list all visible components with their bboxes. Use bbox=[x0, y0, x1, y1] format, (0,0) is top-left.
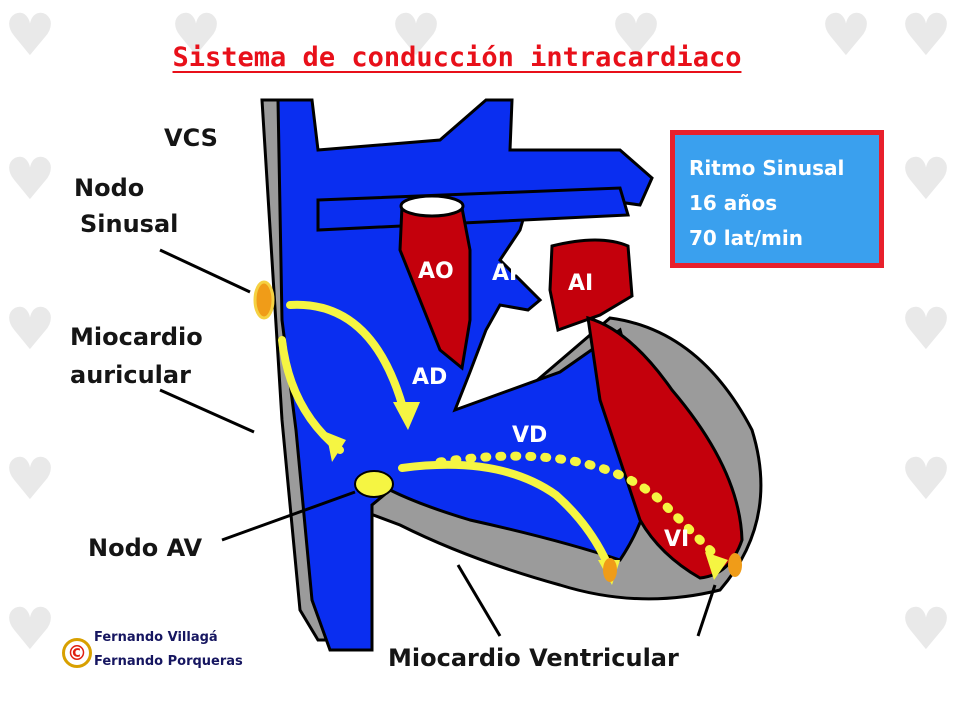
ventricular-path-1 bbox=[398, 460, 612, 569]
patient-age: 16 años bbox=[689, 191, 778, 215]
label-vi: VI bbox=[664, 527, 689, 552]
label-miocardio-auricular-2: auricular bbox=[70, 361, 191, 389]
leader-sinus bbox=[159, 248, 251, 294]
sinus-node bbox=[253, 280, 275, 320]
arrowhead-4 bbox=[705, 552, 728, 580]
label-vcs: VCS bbox=[164, 124, 218, 152]
label-vd: VD bbox=[512, 423, 547, 448]
leader-ventricular-1 bbox=[456, 564, 502, 637]
label-nodo-av: Nodo AV bbox=[88, 534, 203, 562]
author-2: Fernando Porqueras bbox=[94, 654, 243, 669]
heart-rate: 70 lat/min bbox=[689, 226, 803, 250]
av-node bbox=[354, 470, 394, 498]
rhythm-type: Ritmo Sinusal bbox=[689, 156, 845, 180]
arrowhead-2 bbox=[326, 432, 346, 462]
copyright-icon: © bbox=[62, 638, 92, 668]
arrowhead-1 bbox=[393, 402, 420, 430]
label-ad: AD bbox=[412, 365, 447, 390]
atrial-path-1 bbox=[286, 300, 409, 419]
left-bundle-dotted bbox=[435, 451, 725, 565]
leader-av bbox=[221, 490, 356, 542]
purkinje-rv-node bbox=[603, 558, 617, 582]
leader-ventricular-2 bbox=[696, 584, 717, 637]
label-ao: AO bbox=[418, 259, 454, 284]
label-miocardio-auricular-1: Miocardio bbox=[70, 323, 203, 351]
author-1: Fernando Villagá bbox=[94, 630, 218, 645]
left-atrium bbox=[548, 238, 634, 332]
leader-atrial bbox=[159, 388, 255, 434]
label-ap: AP bbox=[492, 261, 525, 286]
aorta-opening bbox=[399, 194, 465, 218]
label-nodo-sinusal-2: Sinusal bbox=[80, 210, 178, 238]
purkinje-lv-node bbox=[728, 553, 742, 577]
leader-lines bbox=[159, 248, 717, 637]
page-title: Sistema de conducción intracardiaco bbox=[172, 42, 742, 73]
pulmonary-branch bbox=[316, 186, 630, 232]
rhythm-info-box: Ritmo Sinusal 16 años 70 lat/min bbox=[670, 130, 884, 268]
label-miocardio-ventricular: Miocardio Ventricular bbox=[388, 644, 679, 672]
label-ai: AI bbox=[568, 271, 593, 296]
label-nodo-sinusal-1: Nodo bbox=[74, 174, 144, 202]
